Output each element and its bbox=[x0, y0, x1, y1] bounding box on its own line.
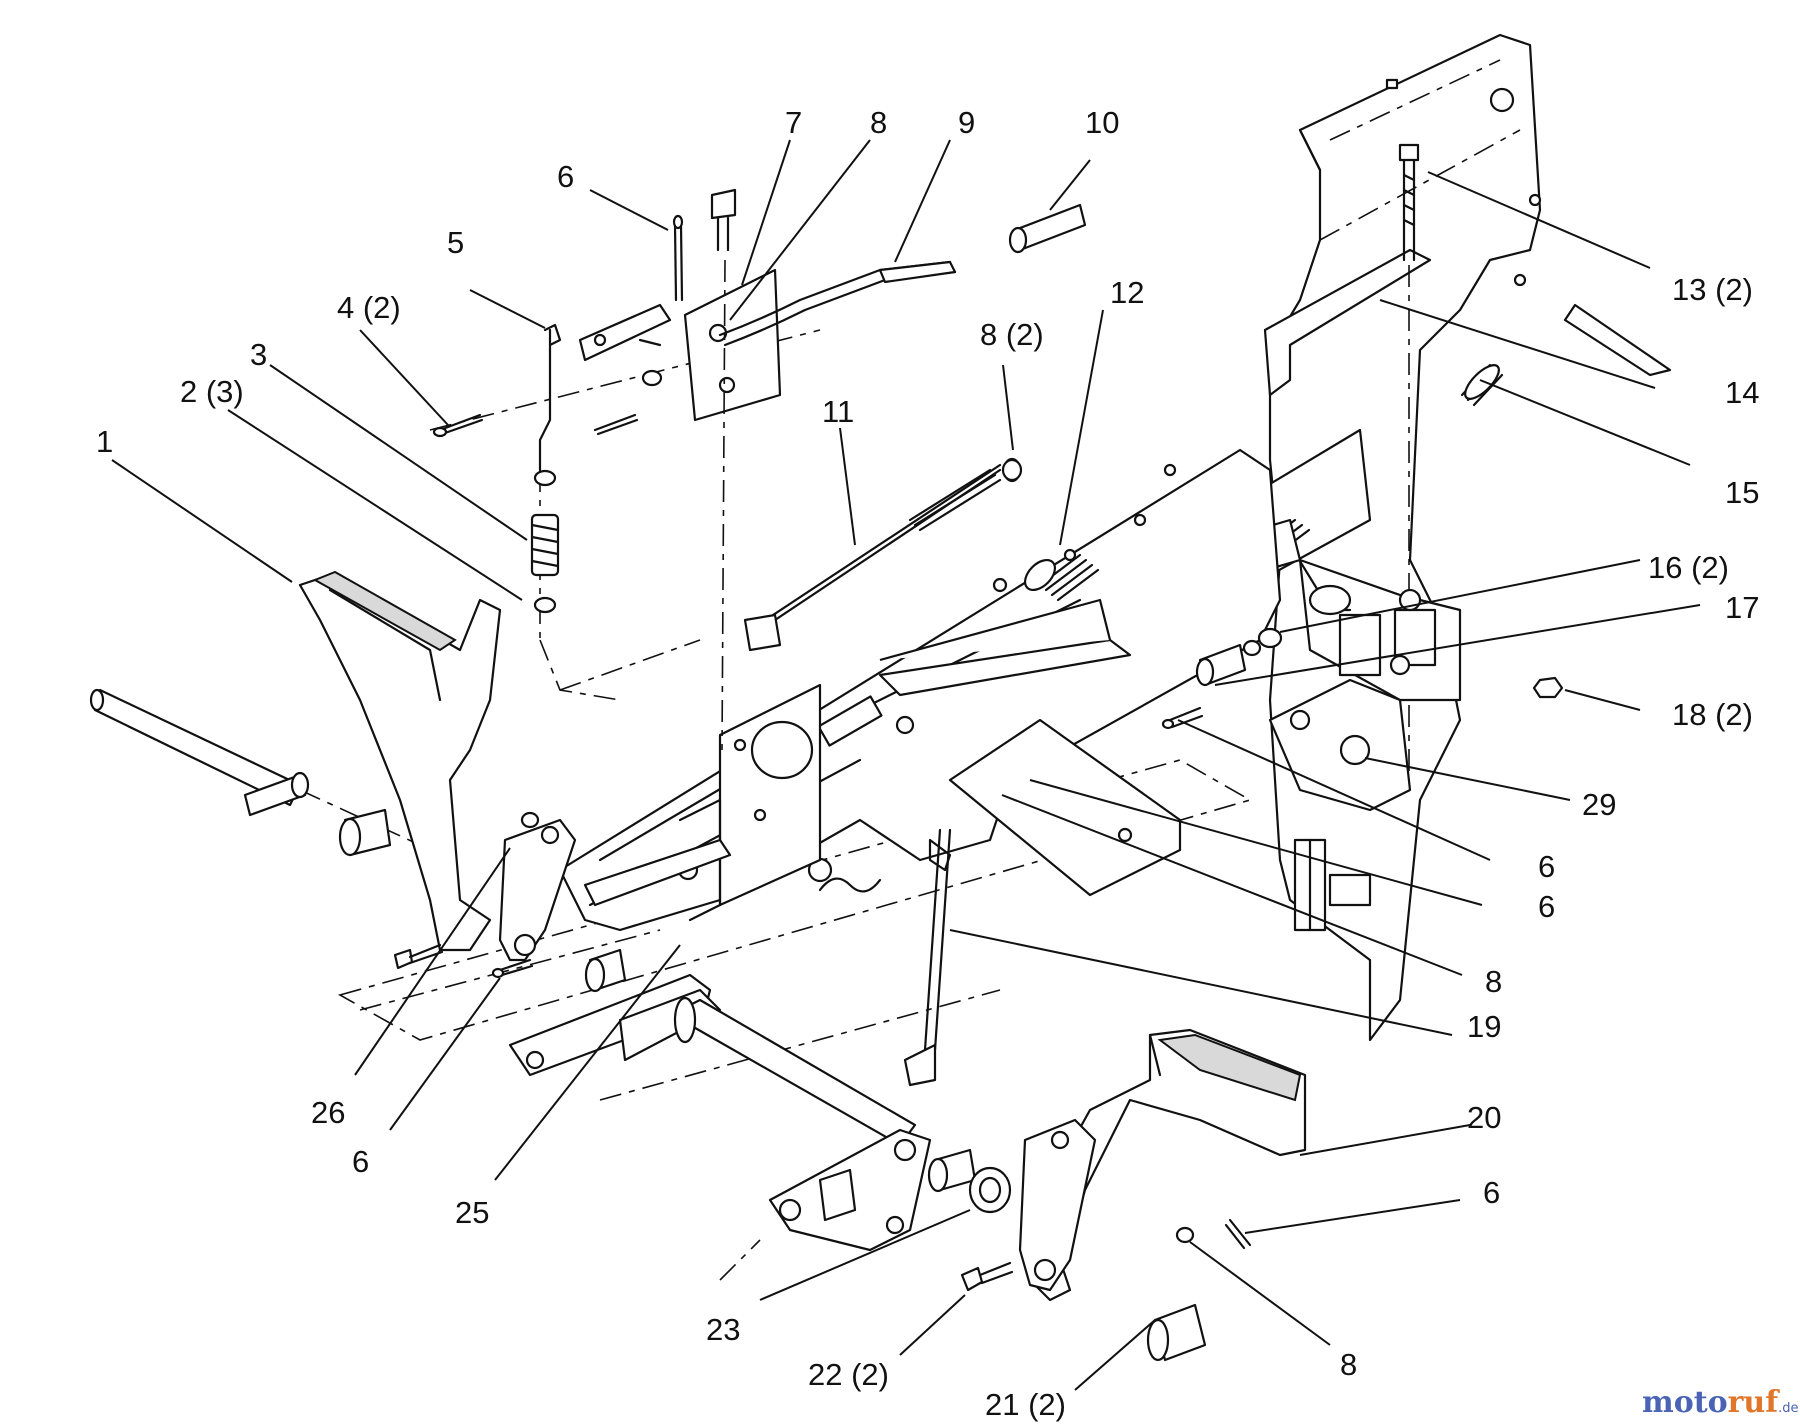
callout-2: 2 (3) bbox=[180, 374, 244, 409]
callout-13: 13 (2) bbox=[1672, 272, 1753, 307]
watermark-logo: motoruf.de bbox=[1642, 1385, 1799, 1420]
callout-12: 12 bbox=[1110, 275, 1144, 310]
callout-4: 4 (2) bbox=[337, 290, 401, 325]
callout-21: 21 (2) bbox=[985, 1387, 1066, 1422]
callout-8-bottom: 8 bbox=[1340, 1347, 1357, 1382]
callout-7: 7 bbox=[785, 105, 802, 140]
right-pedal bbox=[960, 1028, 1307, 1362]
callout-19: 19 bbox=[1467, 1009, 1501, 1044]
callout-1: 1 bbox=[96, 424, 113, 459]
spring-3 bbox=[530, 513, 560, 577]
callout-18: 18 (2) bbox=[1672, 697, 1753, 732]
callout-11: 11 bbox=[822, 394, 854, 429]
callout-20: 20 bbox=[1467, 1100, 1501, 1135]
callout-14: 14 bbox=[1725, 375, 1759, 410]
callout-22: 22 (2) bbox=[808, 1357, 889, 1392]
callout-6-right-a: 6 bbox=[1538, 849, 1555, 884]
callout-8-top: 8 bbox=[870, 105, 887, 140]
spring-15 bbox=[1460, 363, 1504, 407]
callout-6-lower-left: 6 bbox=[352, 1144, 369, 1179]
leader-lines bbox=[111, 139, 1701, 1391]
callout-9: 9 bbox=[958, 105, 975, 140]
callout-25: 25 bbox=[455, 1195, 489, 1230]
callout-26: 26 bbox=[311, 1095, 345, 1130]
callout-16: 16 (2) bbox=[1648, 550, 1729, 585]
callout-8-2: 8 (2) bbox=[980, 317, 1044, 352]
callout-15: 15 bbox=[1725, 475, 1759, 510]
callout-29: 29 bbox=[1582, 787, 1616, 822]
callout-6-lower-right: 6 bbox=[1483, 1175, 1500, 1210]
svg-text:motoruf.de: motoruf.de bbox=[1642, 1385, 1799, 1420]
center-frame bbox=[558, 448, 1282, 932]
axle-assembly bbox=[508, 838, 1012, 1252]
control-rods bbox=[432, 188, 1100, 1087]
callout-10: 10 bbox=[1085, 105, 1119, 140]
callout-3: 3 bbox=[250, 337, 267, 372]
callout-23: 23 bbox=[706, 1312, 740, 1347]
callout-8-right: 8 bbox=[1485, 964, 1502, 999]
callout-5: 5 bbox=[447, 225, 464, 260]
hardware-16-17 bbox=[1161, 627, 1564, 730]
callout-6-top: 6 bbox=[557, 159, 574, 194]
left-pedal bbox=[89, 570, 577, 979]
callout-labels: 1 2 (3) 3 4 (2) 5 6 7 8 9 10 11 8 (2) 12… bbox=[96, 105, 1759, 1422]
callout-6-right-b: 6 bbox=[1538, 889, 1555, 924]
callout-17: 17 bbox=[1725, 590, 1759, 625]
